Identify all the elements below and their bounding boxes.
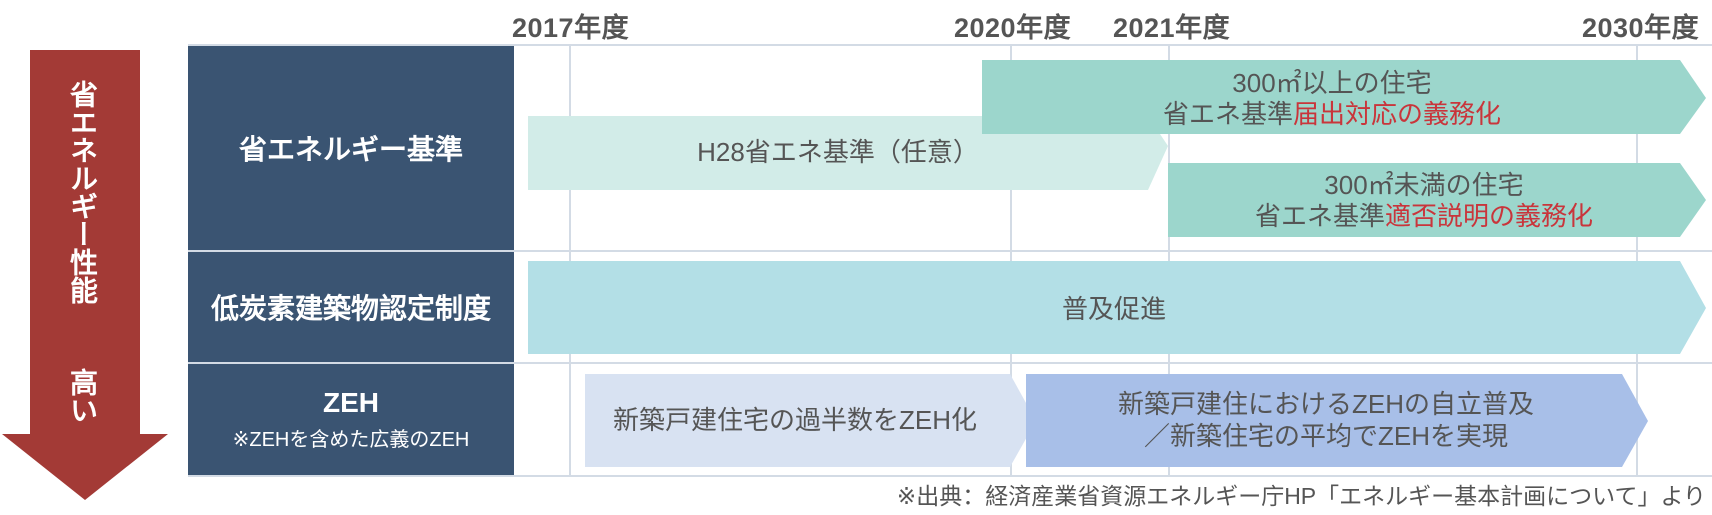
- bar-zeh-independent: [1026, 374, 1648, 467]
- row-subtitle: ※ZEHを含めた広義のZEH: [232, 429, 470, 451]
- row-title: 省エネルギー基準: [238, 134, 463, 165]
- under300-highlight: 適否説明の義務化: [1385, 201, 1594, 231]
- source-note: ※出典：経済産業省資源エネルギー庁HP「エネルギー基本計画について」より: [896, 483, 1706, 509]
- row-header-zeh: ZEH ※ZEHを含めた広義のZEH: [188, 364, 514, 475]
- over300-line1: 300㎡以上の住宅: [1232, 67, 1432, 98]
- grid-row1-line: [188, 250, 1712, 252]
- over300-prefix: 省エネ基準: [1162, 99, 1293, 129]
- zeh-independent-line1: 新築戸建住における​ZEHの自立普及: [1117, 389, 1534, 420]
- year-2021: 2021年度: [1113, 13, 1231, 43]
- grid-row2-line: [188, 362, 1712, 364]
- bar-over300-label: 300㎡以上の住宅 省エネ基準届出対応の義務化: [982, 64, 1682, 134]
- grid-top-line: [188, 44, 1712, 46]
- row-title: ZEH: [323, 387, 379, 418]
- grid-2030-line: [1636, 44, 1638, 475]
- row-title: 低炭素建築物認定制度: [210, 293, 491, 324]
- year-2017: 2017年度: [512, 13, 630, 43]
- row-header-energy-standard: 省エネルギー基準: [188, 46, 514, 250]
- bar-under300-label: 300㎡未満の住宅 省エネ基準適否説明の義務化: [1168, 166, 1680, 236]
- low-carbon-text: 普及促進: [1061, 294, 1166, 325]
- h28-text: H28省エネ基準（任意）: [697, 137, 979, 168]
- bar-zeh-majority: [585, 374, 1036, 467]
- zeh-independent-line2: ／新築住宅の平均でZEHを実現: [1143, 420, 1508, 451]
- grid-2017-line: [569, 44, 571, 475]
- bar-low-carbon-label: 普及促進: [528, 264, 1700, 356]
- grid-2020-line: [1010, 44, 1012, 475]
- year-2030: 2030年度: [1582, 13, 1700, 43]
- grid-bottom-line: [188, 475, 1712, 477]
- year-2020: 2020年度: [954, 13, 1072, 43]
- bar-zeh-independent-label: 新築戸建住における​ZEHの自立普及 ／新築住宅の平均でZEHを実現: [1026, 374, 1626, 467]
- bar-h28-label: H28省エネ基準（任意）: [528, 116, 1148, 190]
- over300-highlight: 届出対応の義務化: [1293, 99, 1502, 129]
- under300-line2: 省エネ基準適否説明の義務化: [1255, 201, 1593, 232]
- under300-prefix: 省エネ基準: [1254, 201, 1385, 231]
- down-arrow-icon: [2, 50, 168, 500]
- zeh-majority-text: 新築戸建住宅の過半数をZEH化: [612, 404, 977, 435]
- grid-2021-line: [1168, 44, 1170, 475]
- bar-h28: [528, 116, 1168, 190]
- bar-under300: [1168, 163, 1706, 237]
- performance-label: 省エネルギー性能: [67, 80, 98, 304]
- performance-arrow: 省エネルギー性能 高い: [0, 50, 168, 500]
- performance-label-high: 高い: [67, 368, 98, 424]
- bar-zeh-majority-label: 新築戸建住宅の過半数をZEH化: [585, 374, 1005, 467]
- under300-line1: 300㎡未満の住宅: [1324, 169, 1524, 200]
- over300-line2: 省エネ基準届出対応の義務化: [1163, 99, 1501, 130]
- bar-low-carbon: [528, 261, 1706, 354]
- row-header-low-carbon: 低炭素建築物認定制度: [188, 252, 514, 362]
- bar-over300: [982, 60, 1706, 134]
